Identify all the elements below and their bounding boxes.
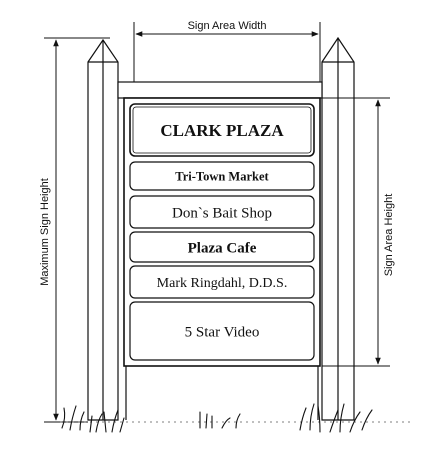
tenant-panel-inner-border — [132, 106, 312, 154]
tenant-panel: Don`s Bait Shop — [129, 195, 315, 229]
tenant-panel-box — [129, 161, 315, 191]
tenant-panel-label: 5 Star Video — [185, 324, 260, 340]
tenant-panel-label: Don`s Bait Shop — [172, 205, 272, 221]
maximum-sign-height-label: Maximum Sign Height — [39, 178, 51, 286]
tenant-panel: Plaza Cafe — [129, 231, 315, 263]
sign-area-height-dimension: Sign Area Height — [322, 97, 396, 367]
sign-area-width-label: Sign Area Width — [188, 20, 267, 32]
sign-area-height-label: Sign Area Height — [383, 194, 395, 277]
tenant-panel: Mark Ringdahl, D.D.S. — [129, 265, 315, 299]
grass-tufts — [61, 403, 373, 433]
top-cross-board — [117, 81, 323, 99]
tenant-panel-box — [129, 195, 315, 229]
tenant-panel: Tri-Town Market — [129, 161, 315, 191]
tenant-panel-box — [129, 103, 315, 157]
maximum-sign-height-dimension: Maximum Sign Height — [38, 37, 110, 423]
tenant-panel-box — [129, 301, 315, 361]
left-post — [87, 38, 119, 421]
tenant-panel-box — [129, 231, 315, 263]
right-post — [321, 36, 355, 421]
tenant-panel-label: Mark Ringdahl, D.D.S. — [157, 276, 288, 291]
tenant-panel-box — [129, 265, 315, 299]
tenant-panel: 5 Star Video — [129, 301, 315, 361]
tenant-panel: CLARK PLAZA — [129, 103, 315, 157]
tenant-panel-label: CLARK PLAZA — [160, 121, 284, 140]
sign-area-width-dimension: Sign Area Width — [133, 20, 321, 82]
tenant-panel-label: Plaza Cafe — [188, 240, 257, 256]
tenant-panel-label: Tri-Town Market — [175, 169, 269, 183]
